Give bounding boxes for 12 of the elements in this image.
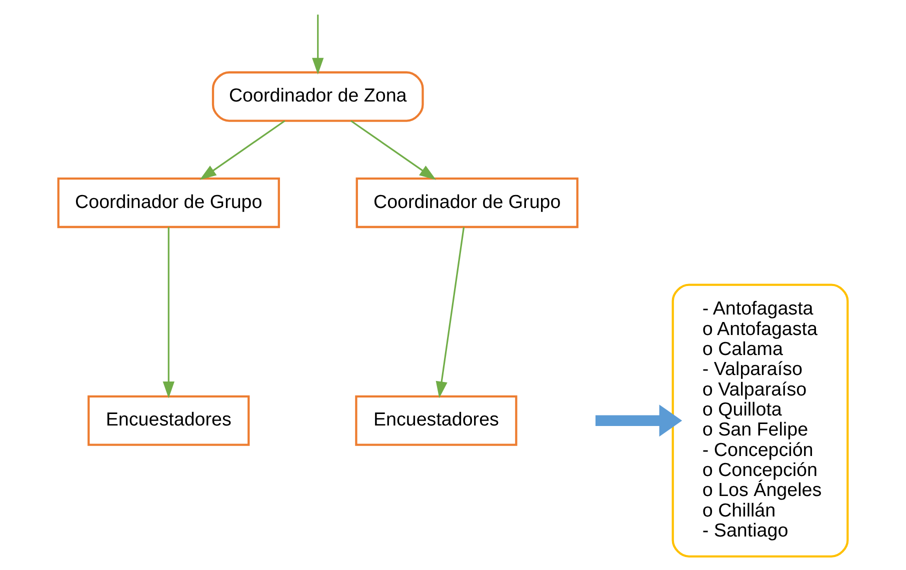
arrow — [436, 227, 465, 398]
node-box: Encuestadores — [355, 395, 518, 446]
arrow — [596, 404, 682, 437]
arrow — [200, 120, 286, 180]
arrow — [162, 227, 174, 398]
node-box: - Antofagasta o Antofagasta o Calama - Valparaíso o Valparaíso o Quillota o San Felipe - Concepción o Concepción o Los Ángeles o Chillán - Santiago — [672, 284, 849, 558]
arrow — [350, 120, 436, 180]
arrow — [312, 14, 324, 75]
node-box: Coordinador de Grupo — [356, 178, 578, 228]
node-box: Coordinador de Zona — [212, 71, 424, 122]
node-box: Coordinador de Grupo — [57, 178, 280, 228]
node-box: Encuestadores — [88, 395, 250, 446]
